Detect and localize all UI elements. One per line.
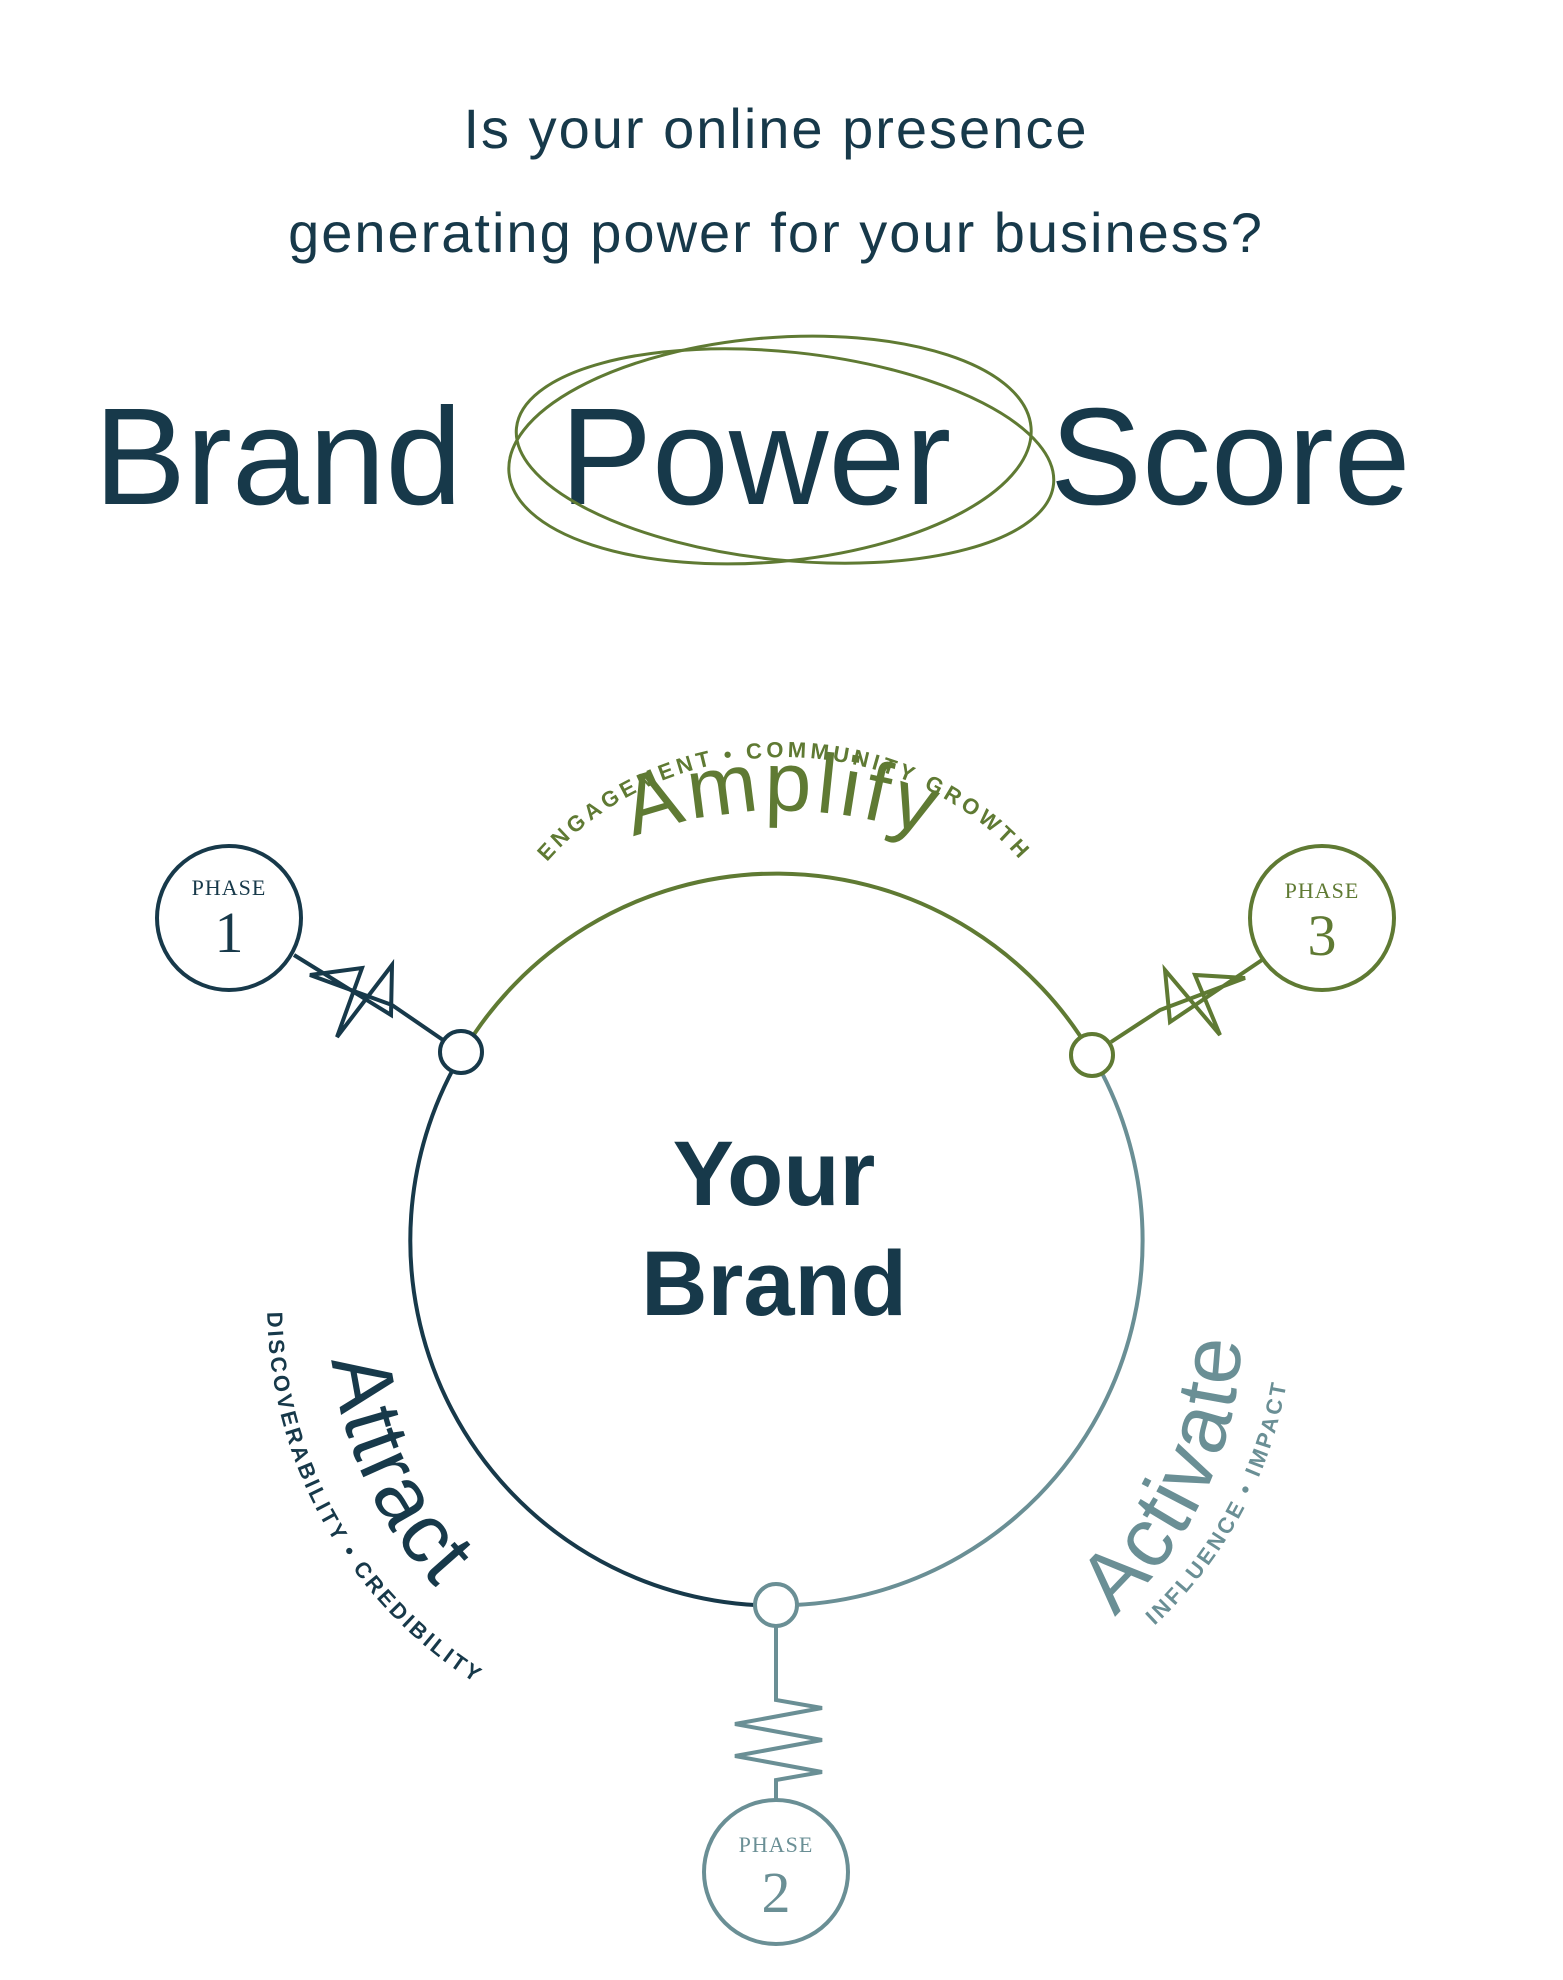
title-word-brand: Brand [94, 380, 462, 534]
activate-arc [794, 1053, 1145, 1607]
attract-title-path: Attract [313, 1346, 492, 1601]
amplify-arc [462, 871, 1094, 1057]
title-word-power: Power [560, 380, 951, 534]
attract-title: Attract [313, 1346, 494, 1601]
attract-arc [408, 1048, 756, 1607]
phase-1-label: PHASE [192, 875, 267, 900]
power-highlight-scribble [507, 334, 1056, 566]
center-line-2: Brand [641, 1233, 907, 1335]
phase-3-number: 3 [1308, 903, 1337, 968]
node-activate-attract [753, 1582, 799, 1628]
node-attract-amplify [438, 1029, 484, 1075]
node-amplify-activate [1069, 1032, 1115, 1078]
activate-title-path: Activate [1060, 1331, 1258, 1629]
title-word-score: Score [1050, 380, 1411, 534]
center-line-1: Your [673, 1123, 876, 1225]
phase-2-badge: PHASE 2 [702, 1798, 850, 1946]
headline-line-1: Is your online presence [463, 97, 1088, 160]
phase-2-number: 2 [762, 1860, 791, 1925]
activate-title: Activate [1060, 1331, 1260, 1629]
phase-1-badge: PHASE 1 [155, 844, 303, 992]
phase-2-label: PHASE [739, 1832, 814, 1857]
phase-3-badge: PHASE 3 [1248, 844, 1396, 992]
phase-1-number: 1 [215, 900, 244, 965]
connector-phase-2 [734, 1626, 823, 1800]
connector-phase-3 [1109, 956, 1267, 1044]
phase-3-label: PHASE [1285, 878, 1360, 903]
headline-line-2: generating power for your business? [288, 201, 1264, 264]
connector-phase-1 [292, 953, 445, 1042]
